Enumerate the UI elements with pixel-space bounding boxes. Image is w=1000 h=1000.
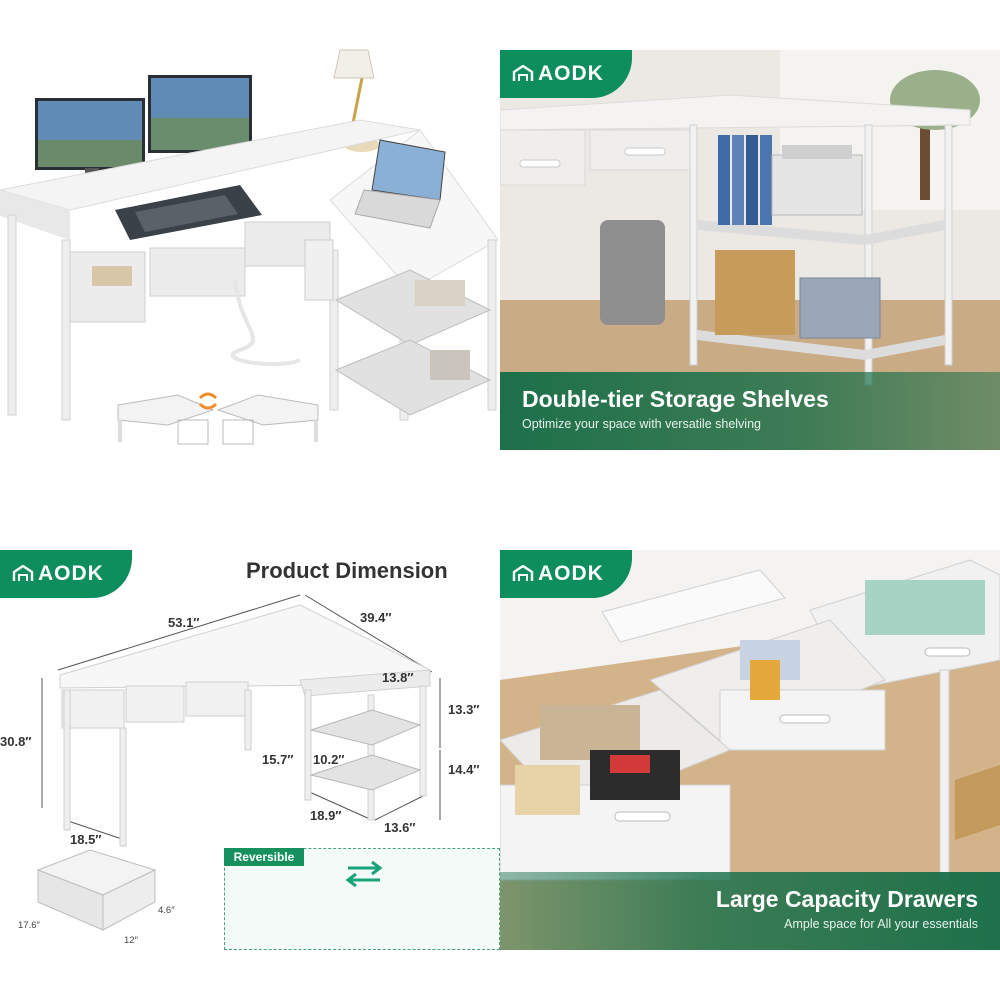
drawers-caption-subtitle: Ample space for All your essentials bbox=[784, 917, 978, 931]
swap-arrows-icon bbox=[345, 860, 383, 888]
brand-logo-icon bbox=[512, 565, 534, 581]
drawers-caption-banner: Large Capacity Drawers Ample space for A… bbox=[500, 872, 1000, 950]
storage-shelves-panel: Double-tier Storage Shelves Optimize you… bbox=[500, 50, 1000, 450]
dim-desk-depth: 18.5″ bbox=[70, 832, 102, 847]
brand-badge: AODK bbox=[500, 50, 632, 98]
brand-name: AODK bbox=[538, 62, 604, 85]
brand-badge: AODK bbox=[500, 550, 632, 598]
brand-logo-icon bbox=[512, 65, 534, 81]
l-desk-illustration bbox=[0, 49, 499, 445]
dim-drawer-height: 4.6″ bbox=[158, 905, 175, 916]
storage-caption-title: Double-tier Storage Shelves bbox=[522, 386, 829, 412]
brand-logo-icon bbox=[12, 565, 34, 581]
dim-drawer-depth: 17.6″ bbox=[18, 920, 40, 931]
hero-image-panel bbox=[0, 0, 500, 500]
dimensions-title: Product Dimension bbox=[246, 558, 448, 583]
reversible-tag: Reversible bbox=[224, 848, 304, 866]
dim-shelf-top-height: 13.3″ bbox=[448, 702, 480, 717]
dim-shelf-bottom-height: 14.4″ bbox=[448, 762, 480, 777]
drawers-caption-title: Large Capacity Drawers bbox=[715, 886, 978, 912]
drawers-panel: Large Capacity Drawers Ample space for A… bbox=[500, 550, 1000, 950]
dim-inner-width: 15.7″ bbox=[262, 752, 294, 767]
dim-shelf-depth: 18.9″ bbox=[310, 808, 342, 823]
storage-caption-banner: Double-tier Storage Shelves Optimize you… bbox=[500, 372, 1000, 450]
dim-shelf-side: 13.6″ bbox=[384, 820, 416, 835]
dim-shelf-width: 13.8″ bbox=[382, 670, 414, 685]
brand-name: AODK bbox=[38, 562, 104, 585]
storage-caption-subtitle: Optimize your space with versatile shelv… bbox=[522, 417, 761, 431]
dim-drawer-width: 12″ bbox=[124, 935, 138, 946]
dimensions-panel: Reversible Product Dimension 53.1″ 39.4″… bbox=[0, 550, 500, 950]
dim-height: 30.8″ bbox=[0, 734, 32, 749]
brand-badge: AODK bbox=[0, 550, 132, 598]
dimension-diagram bbox=[36, 594, 481, 939]
brand-name: AODK bbox=[538, 562, 604, 585]
dim-depth-right: 39.4″ bbox=[360, 610, 392, 625]
dim-width: 53.1″ bbox=[168, 615, 200, 630]
dim-shelf-gap: 10.2″ bbox=[313, 752, 345, 767]
